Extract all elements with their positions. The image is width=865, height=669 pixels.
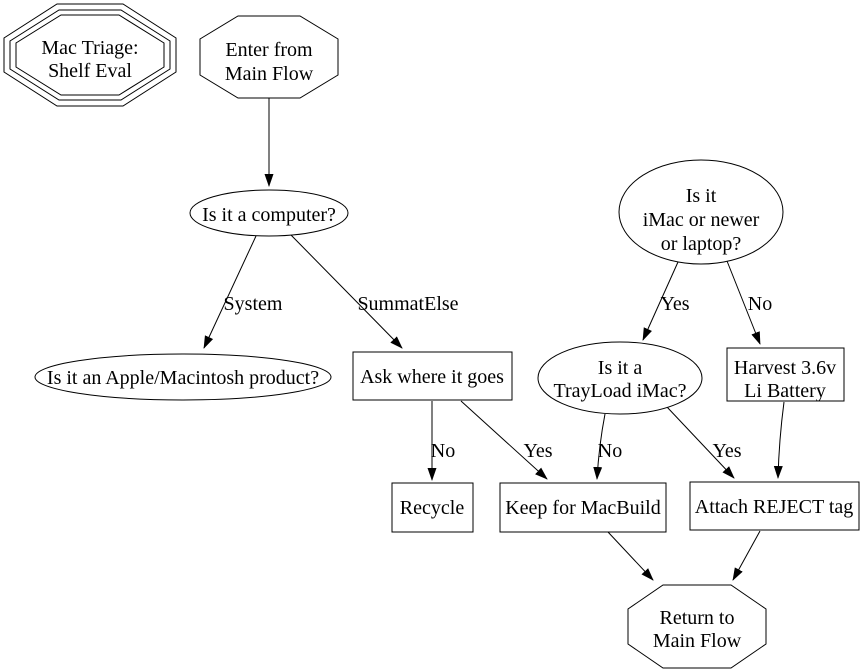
- keep-label: Keep for MacBuild: [505, 497, 661, 519]
- keep-box: [499, 482, 667, 533]
- is-apple-label: Is it an Apple/Macintosh product?: [47, 367, 319, 389]
- edge-harvest-to-reject: [773, 401, 785, 479]
- return-line-2: Main Flow: [653, 630, 742, 652]
- imac-or-newer-line-2: iMac or newer: [643, 209, 760, 231]
- edge-trayload-to-reject: [666, 406, 735, 479]
- harvest-line-1: Harvest 3.6v: [734, 357, 836, 379]
- enter-line-1: Enter from: [225, 39, 313, 61]
- enter-octagon: [199, 15, 339, 99]
- node-is-computer-ellipse: Is it a computer?: [189, 189, 349, 237]
- node-imac-or-newer-ellipse: Is it iMac or newer or laptop?: [618, 159, 784, 265]
- edges: [203, 98, 785, 581]
- ask-where-label: Ask where it goes: [360, 366, 504, 388]
- is-computer-ellipse: [189, 189, 349, 237]
- node-harvest-box: Harvest 3.6v Li Battery: [726, 347, 845, 402]
- edge-keep-to-return: [607, 531, 654, 581]
- is-computer-label: Is it a computer?: [202, 204, 336, 226]
- node-reject-box: Attach REJECT tag: [689, 481, 860, 531]
- edge-label-yes-imac-trayload: Yes: [660, 293, 689, 315]
- node-ask-where-box: Ask where it goes: [352, 351, 513, 401]
- ask-where-box: [352, 351, 513, 401]
- reject-box: [689, 481, 860, 531]
- node-title-tripleoctagon: Mac Triage: Shelf Eval: [3, 3, 177, 107]
- edge-reject-to-return: [732, 530, 761, 581]
- recycle-label: Recycle: [400, 497, 465, 519]
- edge-label-system: System: [224, 293, 283, 315]
- trayload-line-2: TrayLoad iMac?: [553, 380, 686, 402]
- edge-imac-to-harvest: [726, 260, 761, 345]
- harvest-box: [726, 347, 845, 402]
- edge-label-no-ask-recycle: No: [431, 440, 455, 462]
- edge-imac-to-trayload: [642, 261, 679, 341]
- edge-labels: System SummatElse Yes No No Yes No Yes: [224, 293, 773, 462]
- imac-or-newer-line-1: Is it: [686, 185, 717, 207]
- title-line-2: Shelf Eval: [48, 60, 132, 82]
- node-enter-octagon: Enter from Main Flow: [199, 15, 339, 99]
- trayload-line-1: Is it a: [598, 357, 643, 379]
- edge-label-yes-ask-keep: Yes: [523, 440, 552, 462]
- return-line-1: Return to: [660, 607, 735, 629]
- imac-or-newer-ellipse: [618, 159, 784, 265]
- title-octagon-inner: [15, 14, 165, 96]
- edge-label-no-trayload-keep: No: [598, 440, 622, 462]
- is-apple-ellipse: [34, 353, 332, 401]
- edge-trayload-to-keep: [593, 413, 606, 480]
- imac-or-newer-line-3: or laptop?: [661, 233, 742, 255]
- edge-is-computer-to-ask-where: [289, 233, 403, 349]
- reject-label: Attach REJECT tag: [695, 496, 854, 518]
- edge-label-summatelse: SummatElse: [357, 293, 458, 315]
- return-octagon: [627, 584, 767, 669]
- node-recycle-box: Recycle: [391, 482, 474, 533]
- edge-label-yes-trayload-reject: Yes: [712, 440, 741, 462]
- harvest-line-2: Li Battery: [744, 380, 826, 402]
- edge-is-computer-to-is-apple: [203, 235, 257, 349]
- node-trayload-ellipse: Is it a TrayLoad iMac?: [537, 341, 703, 415]
- edge-label-no-imac-harvest: No: [748, 293, 772, 315]
- recycle-box: [391, 482, 474, 533]
- node-keep-box: Keep for MacBuild: [499, 482, 667, 533]
- trayload-ellipse: [537, 341, 703, 415]
- node-is-apple-ellipse: Is it an Apple/Macintosh product?: [34, 353, 332, 401]
- title-line-1: Mac Triage:: [41, 37, 138, 59]
- edge-ask-where-to-keep: [460, 400, 548, 480]
- enter-line-2: Main Flow: [225, 63, 314, 85]
- node-return-octagon: Return to Main Flow: [627, 584, 767, 669]
